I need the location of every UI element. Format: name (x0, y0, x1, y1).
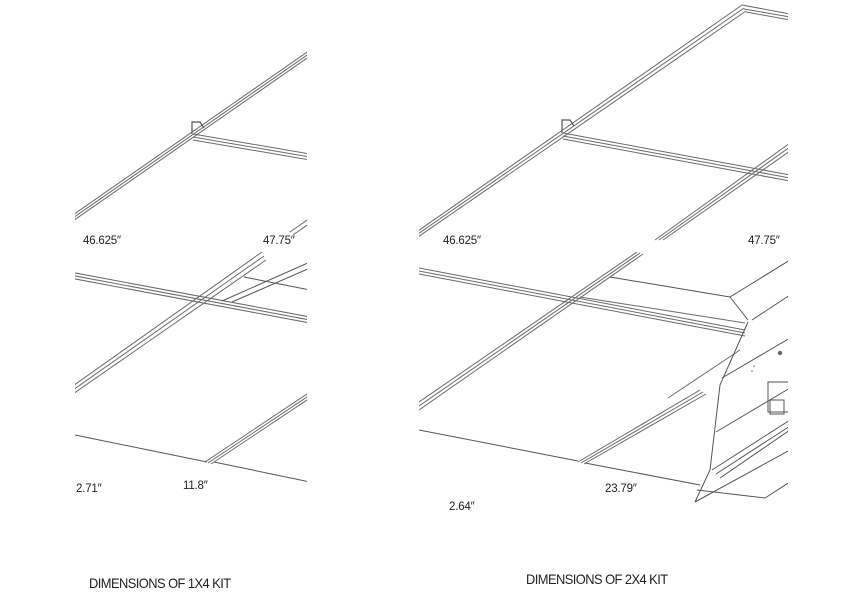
front-rail (204, 393, 307, 465)
kit-1x4-length-left-label: 46.625″ (83, 235, 121, 247)
lower-cross-rail (75, 272, 307, 323)
kit-1x4-height-label: 2.71″ (76, 483, 102, 495)
kit-1x4-width-label: 11.8″ (183, 480, 208, 492)
fixture-housing (694, 295, 788, 503)
upper-cross-rail-2x4 (562, 132, 788, 182)
lower-main-rail (75, 251, 267, 394)
kit-2x4-width-label: 23.79″ (605, 483, 637, 495)
kit-2x4-caption: DIMENSIONS OF 2X4 KIT (526, 571, 668, 587)
kit-1x4-length-right-label: 47.75″ (263, 235, 295, 247)
upper-main-rail (75, 51, 307, 221)
lower-main-rail-2x4 (419, 251, 644, 411)
screw-icon (777, 350, 783, 356)
kit-2x4-length-left-label: 46.625″ (443, 235, 481, 247)
kit-2x4-lines (419, 4, 788, 503)
junction-clip (191, 121, 205, 134)
junction-clip-2x4 (561, 119, 575, 133)
kit-1x4-lines (75, 51, 307, 482)
kit-2x4-height-label: 2.64″ (449, 501, 475, 513)
upper-cross-rail (192, 133, 307, 160)
lower-cross-rail-2x4 (419, 267, 746, 337)
kit-1x4-caption: DIMENSIONS OF 1X4 KIT (89, 575, 231, 591)
upper-main-rail-2x4 (419, 4, 747, 237)
front-rail-2x4 (577, 349, 741, 465)
kit-2x4-length-right-label: 47.75″ (748, 235, 780, 247)
